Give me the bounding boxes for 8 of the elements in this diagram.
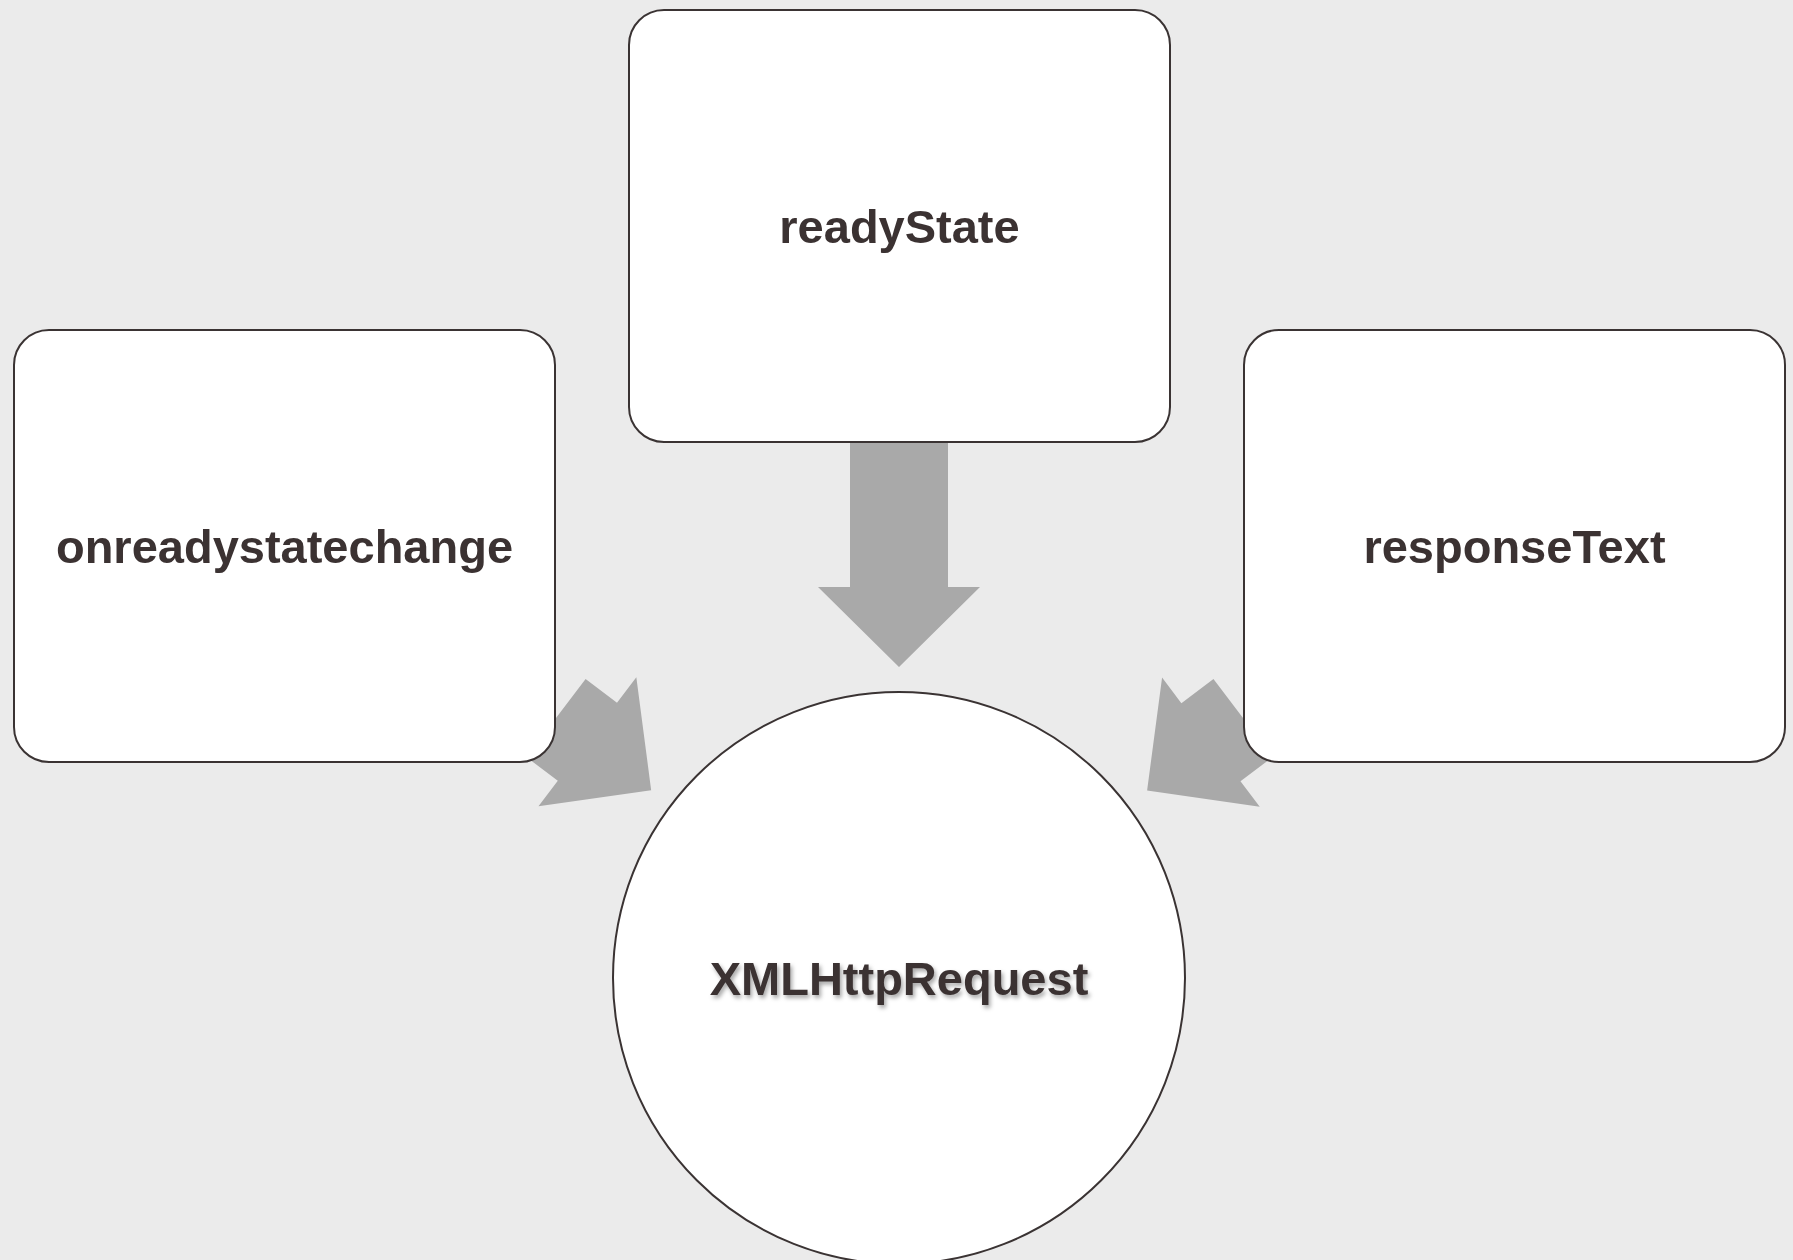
block-arrow (818, 443, 980, 667)
rounded-box (13, 329, 556, 763)
node-label: onreadystatechange (55, 518, 514, 574)
rounded-box (628, 9, 1171, 443)
node-label: responseText (1363, 518, 1666, 574)
node-label: readyState (779, 198, 1020, 254)
node-label: XMLHttpRequest (709, 950, 1089, 1006)
rounded-box (1243, 329, 1786, 763)
